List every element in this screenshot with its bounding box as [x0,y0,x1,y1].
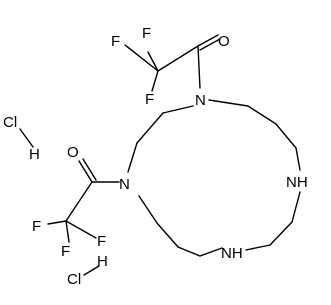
bond-c-f-left-3 [65,220,97,239]
hcl-upper-h: H [29,146,40,163]
bond-c-f-left-2 [65,220,70,243]
atom-f-left-3: F [97,233,106,250]
atom-o-left: O [67,144,79,161]
ring-bond-8 [245,244,271,251]
bond-carbonyl-top-b [199,38,221,51]
hcl-lower-cl: Cl [67,271,81,288]
bond-cf3-c-top [157,45,199,72]
atom-o-top: O [218,33,230,50]
atom-n-left: N [119,176,130,193]
bond-carbonyl-left-a [78,160,93,183]
bond-carbonyl-left-b [82,158,97,181]
hcl-lower-h: H [97,253,108,270]
atom-nh-bottom: NH [221,245,243,262]
atom-n-top: N [195,92,206,109]
bond-carbonyl-top-a [197,34,219,47]
atom-f-left-1: F [32,218,41,235]
ring-bond-7 [199,247,223,257]
ring-bond-9 [269,221,293,246]
bond-c-n-top [197,45,201,89]
ring-bond-5 [156,222,179,248]
atom-f-left-2: F [61,243,70,260]
bond-hcl-upper [19,128,34,148]
ring-bond-6 [177,246,201,257]
ring-bond-2 [136,112,164,144]
bond-c-cf3-left [65,181,93,222]
ring-bond-4 [138,195,158,224]
hcl-upper-cl: Cl [3,114,17,131]
atom-f-top-3: F [145,91,154,108]
atom-f-top-2: F [111,33,120,50]
atom-f-top-1: F [142,25,151,42]
ring-bond-13 [247,105,277,125]
atom-labels: O F F F N NH NH N O F F F Cl H Cl H [3,25,308,288]
bonds [19,34,301,276]
bond-c-f-top-1 [147,51,159,72]
bond-c-f-top-2 [124,44,159,72]
atom-nh-right: NH [286,174,308,191]
ring-bond-1 [162,105,194,114]
ring-bond-3 [127,142,138,173]
bond-c-f-top-3 [151,70,159,92]
ring-bond-12 [275,123,297,149]
bond-c-f-left-1 [47,220,67,225]
ring-bond-11 [295,147,301,171]
ring-bond-10 [291,191,301,223]
ring-bond-14 [208,99,249,107]
bond-hcl-lower [83,265,100,276]
